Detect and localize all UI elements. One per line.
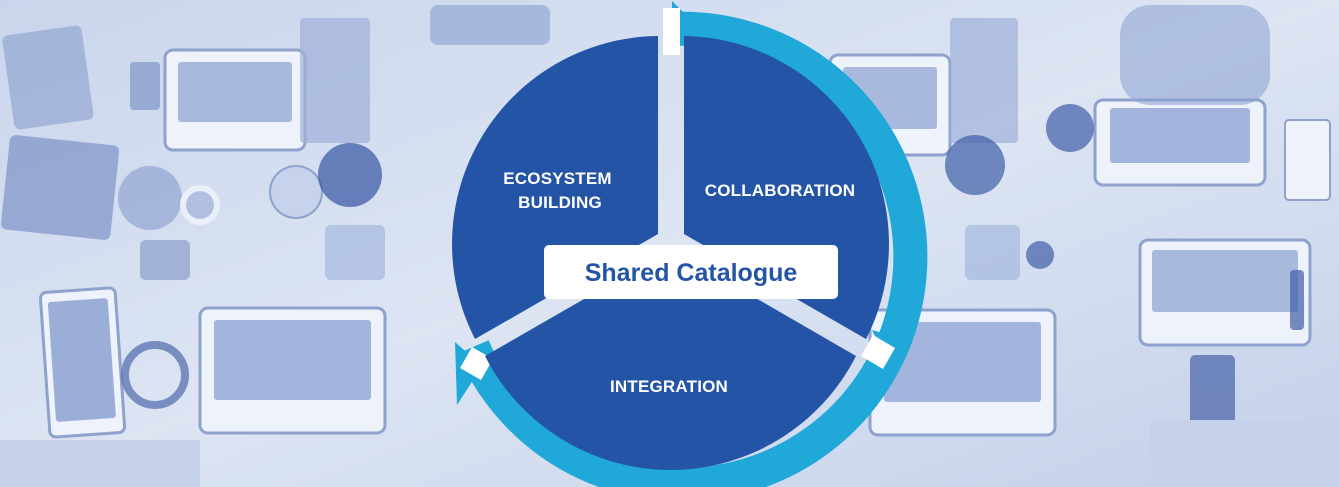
center-label-box: Shared Catalogue bbox=[544, 245, 838, 299]
cycle-arrowhead-left bbox=[455, 342, 482, 405]
center-label: Shared Catalogue bbox=[585, 259, 798, 287]
segment-label-ecosystem-building: ECOSYSTEM BUILDING bbox=[503, 169, 616, 212]
segment-label-collaboration: COLLABORATION bbox=[705, 181, 856, 200]
cycle-arrows bbox=[455, 1, 928, 487]
cycle-arrow-ring bbox=[457, 11, 928, 487]
segment-integration bbox=[485, 249, 856, 470]
segment-label-integration: INTEGRATION bbox=[610, 377, 728, 396]
